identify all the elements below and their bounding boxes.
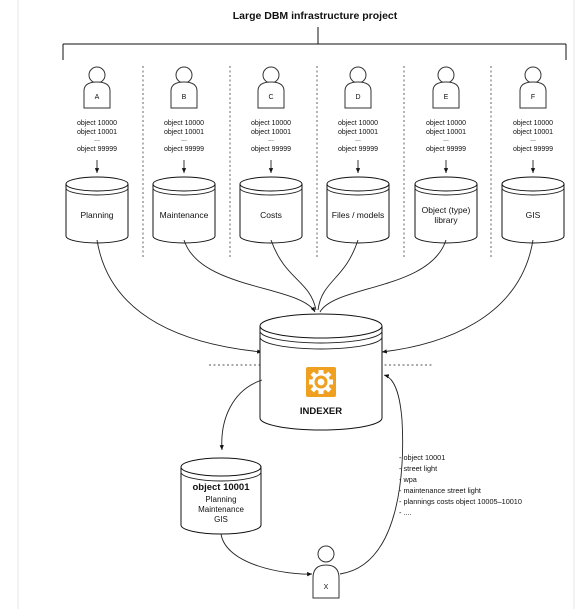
database-label: Costs (260, 210, 282, 220)
search-term: - .... (399, 508, 412, 517)
person-icon (432, 66, 460, 109)
object-list-item: object 10000 (77, 120, 117, 127)
person-icon (170, 66, 198, 109)
person-icon (257, 66, 285, 109)
object-list-item: object 10000 (338, 120, 378, 127)
person-label: E (444, 94, 449, 101)
person-label: A (95, 94, 100, 101)
object-list-item: object 99999 (251, 146, 291, 153)
indexer-to-result-arrow (219, 379, 263, 451)
database-label: GIS (526, 210, 541, 220)
result-db-line-1: Planning (205, 495, 236, 504)
object-list-item: object 10001 (338, 129, 378, 136)
object-list-item: object 10000 (426, 120, 466, 127)
source-database (239, 176, 303, 244)
result-to-user-arrow (220, 533, 313, 577)
object-list-item: object 10001 (164, 129, 204, 136)
database-label: library (434, 215, 458, 225)
result-db-title: object 10001 (192, 482, 250, 493)
database-label: Planning (80, 210, 113, 220)
object-list-item: ... (355, 136, 361, 143)
source-database (414, 176, 478, 244)
object-list-item: object 99999 (513, 146, 553, 153)
search-terms: - object 10001 - street light - wpa - ma… (399, 453, 522, 517)
search-term: - object 10001 (399, 453, 445, 462)
user-x-label: X (324, 584, 329, 591)
source-database (326, 176, 390, 244)
object-list-item: object 10001 (77, 129, 117, 136)
person-icon (519, 66, 547, 109)
object-list-item: ... (181, 136, 187, 143)
search-term: - wpa (399, 475, 418, 484)
person-label: B (182, 94, 187, 101)
object-list-item: object 99999 (77, 146, 117, 153)
object-list-item: ... (443, 136, 449, 143)
database-label: Maintenance (160, 210, 209, 220)
person-icon (83, 66, 111, 109)
user-to-indexer-arrow (339, 374, 404, 575)
object-list-item: ... (94, 136, 100, 143)
object-list-item: object 10000 (251, 120, 291, 127)
source-database (152, 176, 216, 244)
person-icon (344, 66, 372, 109)
person-label: D (355, 94, 360, 101)
indexer-label: INDEXER (300, 406, 342, 417)
object-list-item: object 10001 (251, 129, 291, 136)
user-x-icon (312, 545, 340, 599)
search-term: - plannings costs object 10005–10010 (399, 497, 522, 506)
database-label: Object (type) (422, 205, 471, 215)
column-separators (142, 66, 492, 258)
object-list-item: ... (530, 136, 536, 143)
object-list-item: object 10000 (513, 120, 553, 127)
search-term: - street light (399, 464, 437, 473)
object-list-item: object 10001 (426, 129, 466, 136)
source-database (501, 176, 565, 244)
result-db-line-3: GIS (214, 515, 228, 524)
object-list-item: object 99999 (426, 146, 466, 153)
object-list-item: object 99999 (164, 146, 204, 153)
source-database (65, 176, 129, 244)
object-list-item: object 99999 (338, 146, 378, 153)
search-term: - maintenance street light (399, 486, 481, 495)
object-list-item: ... (268, 136, 274, 143)
database-label: Files / models (332, 210, 384, 220)
person-label: C (268, 94, 273, 101)
object-list-item: object 10001 (513, 129, 553, 136)
object-list-item: object 10000 (164, 120, 204, 127)
diagram-title: Large DBM infrastructure project (233, 10, 398, 22)
person-label: F (531, 94, 535, 101)
project-bracket (62, 27, 567, 60)
result-db-line-2: Maintenance (198, 505, 244, 514)
source-to-indexer-arrows (96, 239, 534, 354)
gear-icon (306, 367, 336, 397)
